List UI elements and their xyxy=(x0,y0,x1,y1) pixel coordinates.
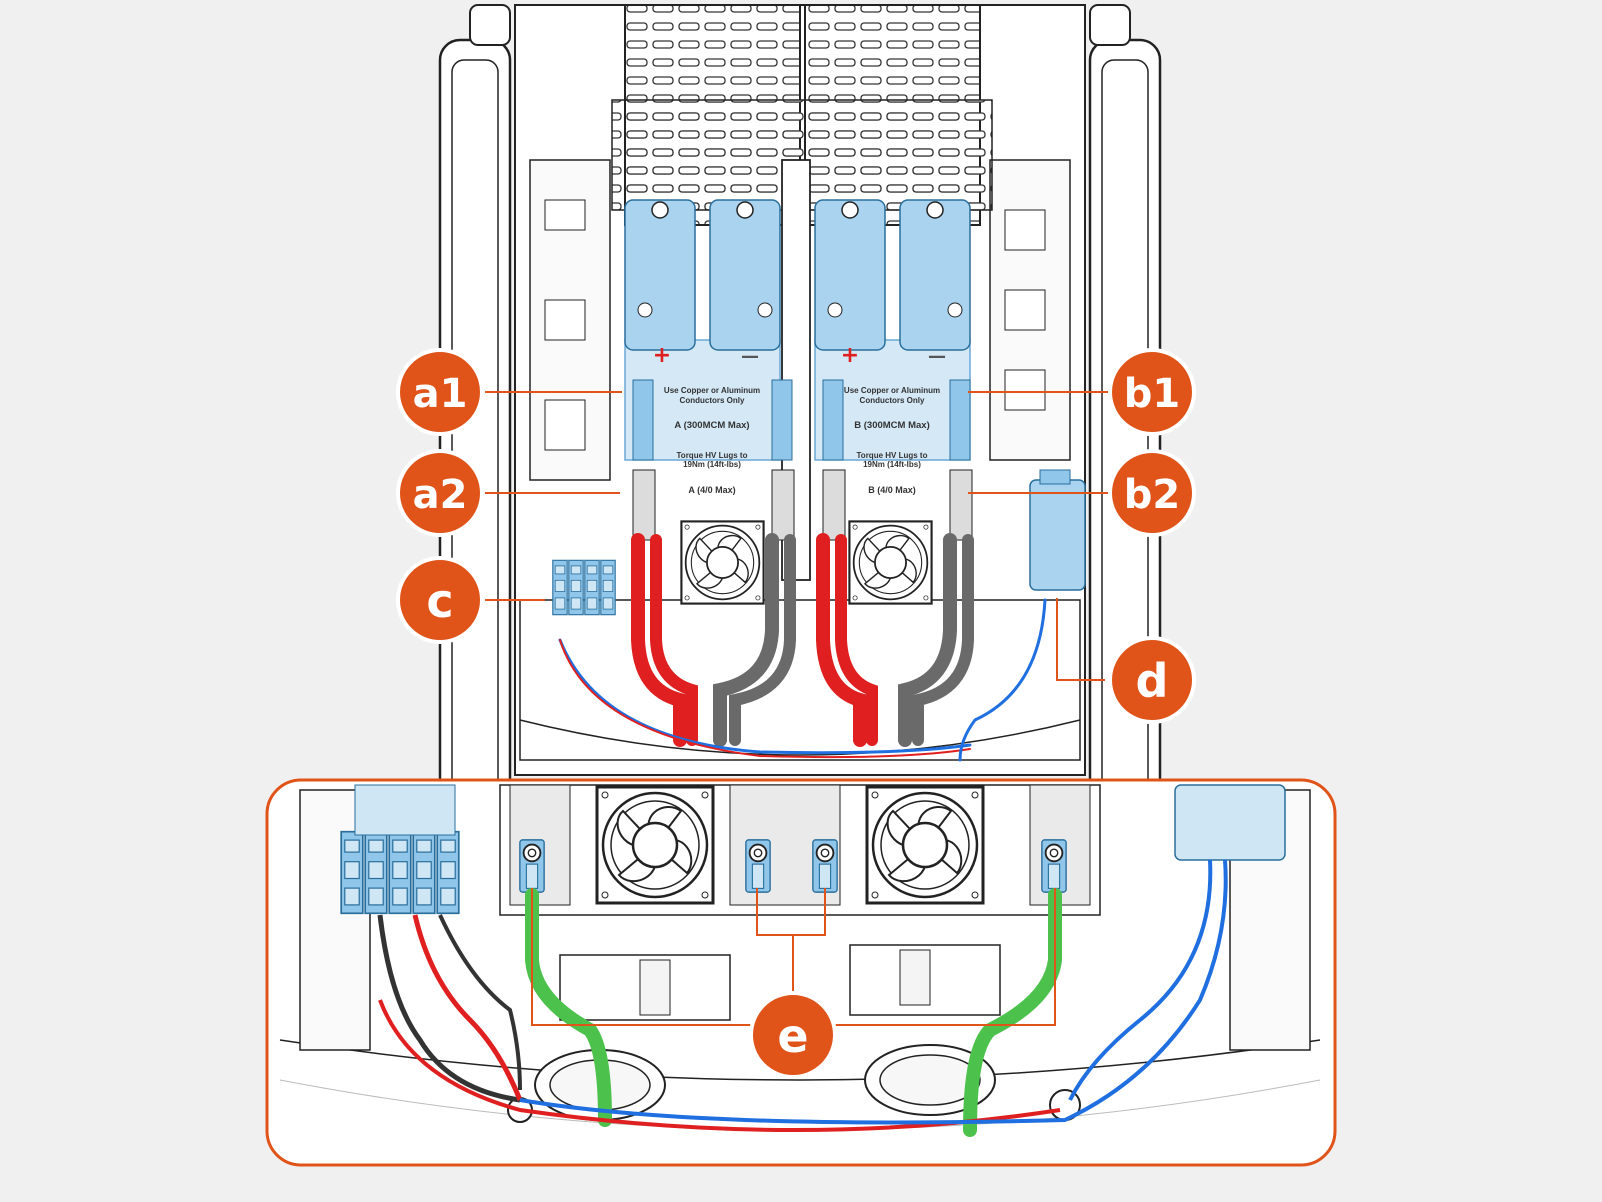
panel-a-plus-label: + xyxy=(653,343,671,368)
fan-icon xyxy=(595,785,715,905)
panel-a-lower-rating: A (4/0 Max) xyxy=(688,485,735,495)
fan-icon xyxy=(680,520,765,605)
callout-b2-label: b2 xyxy=(1124,472,1180,518)
panel-a-torque-1: Torque HV Lugs to xyxy=(677,451,748,460)
callout-d-label: d xyxy=(1136,654,1169,708)
panel-a-conductor-note-1: Use Copper or Aluminum xyxy=(664,386,760,395)
panel-b-torque-2: 19Nm (14ft-lbs) xyxy=(863,460,921,469)
callout-a1-label: a1 xyxy=(413,371,468,417)
callout-b2: b2 xyxy=(1108,449,1196,537)
ring-lug-icon xyxy=(811,838,839,894)
panel-a-torque-2: 19Nm (14ft-lbs) xyxy=(683,460,741,469)
panel-a-minus-label: — xyxy=(741,346,759,367)
callout-d: d xyxy=(1108,636,1196,724)
panel-b-upper-rating: B (300MCM Max) xyxy=(854,420,930,431)
panel-b-lower-rating: B (4/0 Max) xyxy=(868,485,916,495)
panel-a-conductor-note-2: Conductors Only xyxy=(680,396,745,405)
callout-a1: a1 xyxy=(396,348,484,436)
callout-b1-label: b1 xyxy=(1124,371,1180,417)
cabinet-frame xyxy=(438,4,1162,802)
callout-c: c xyxy=(396,556,484,644)
fan-icon xyxy=(865,785,985,905)
panel-b-minus-label: — xyxy=(928,346,946,367)
ring-lug-icon xyxy=(1040,838,1068,894)
terminal-block-icon xyxy=(340,830,460,915)
busbar-panel-a: + — Use Copper or Aluminum Conductors On… xyxy=(624,199,795,541)
upper-dc-cables xyxy=(558,533,1047,762)
module-d-enclosure xyxy=(1029,469,1086,591)
callout-c-label: c xyxy=(426,574,453,628)
callout-a2-label: a2 xyxy=(413,472,468,518)
busbar-panel-b: + — Use Copper or Aluminum Conductors On… xyxy=(814,199,973,541)
callout-e: e xyxy=(749,991,837,1079)
callout-a2: a2 xyxy=(396,449,484,537)
panel-b-conductor-note-2: Conductors Only xyxy=(860,396,925,405)
ring-lug-icon xyxy=(744,838,772,894)
detail-inset xyxy=(265,778,1337,1167)
fan-icon xyxy=(848,520,933,605)
callout-e-label: e xyxy=(777,1009,808,1063)
callout-b1: b1 xyxy=(1108,348,1196,436)
panel-a-upper-rating: A (300MCM Max) xyxy=(674,420,749,431)
ring-lug-icon xyxy=(518,838,546,894)
panel-b-plus-label: + xyxy=(841,343,859,368)
panel-b-conductor-note-1: Use Copper or Aluminum xyxy=(844,386,940,395)
panel-b-torque-1: Torque HV Lugs to xyxy=(857,451,928,460)
